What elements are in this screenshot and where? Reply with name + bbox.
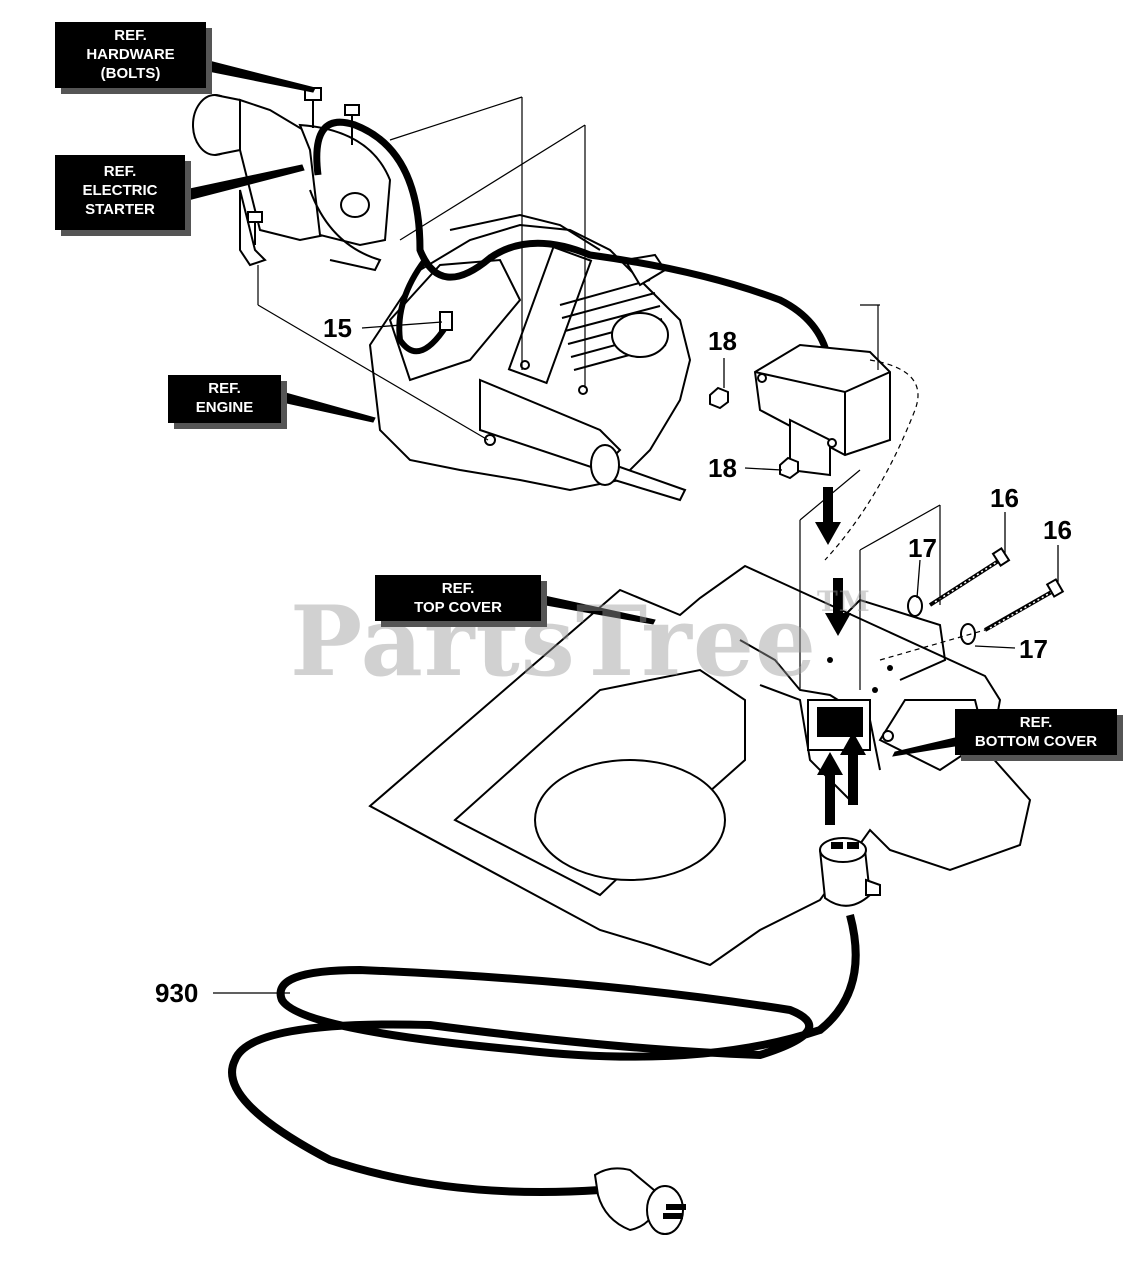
part-number-18-upper: 18 <box>708 326 737 356</box>
alignment-lines <box>257 96 986 690</box>
part-number-15: 15 <box>323 313 352 343</box>
starter-wire-loop <box>396 258 453 355</box>
part-number-16-right: 16 <box>1043 515 1072 545</box>
ref-bottom-cover-label: REF.BOTTOM COVER <box>955 709 1117 755</box>
part-number-17-lower: 17 <box>1019 634 1048 664</box>
nuts-18 <box>709 386 799 480</box>
ref-hardware-label: REF.HARDWARE(BOLTS) <box>55 22 206 88</box>
cord-plug <box>593 1167 686 1235</box>
part-number-17-upper: 17 <box>908 533 937 563</box>
part-number-930: 930 <box>155 978 199 1008</box>
ref-top-cover-label: REF.TOP COVER <box>375 575 541 621</box>
assembly-arrows <box>815 487 866 825</box>
ref-engine-label: REF.ENGINE <box>168 375 281 423</box>
switch-box <box>753 343 891 477</box>
starter-wire <box>313 118 832 359</box>
part-number-18-lower: 18 <box>708 453 737 483</box>
engine-drawing <box>368 213 692 502</box>
label-leaders <box>184 59 1059 994</box>
bolts-16 <box>928 547 1065 632</box>
power-cord <box>228 913 860 1196</box>
washers-17 <box>907 595 976 645</box>
wire-clip <box>439 311 453 331</box>
top-cover-drawing <box>368 564 1032 967</box>
part-number-16-left: 16 <box>990 483 1019 513</box>
receptacle <box>818 837 881 907</box>
